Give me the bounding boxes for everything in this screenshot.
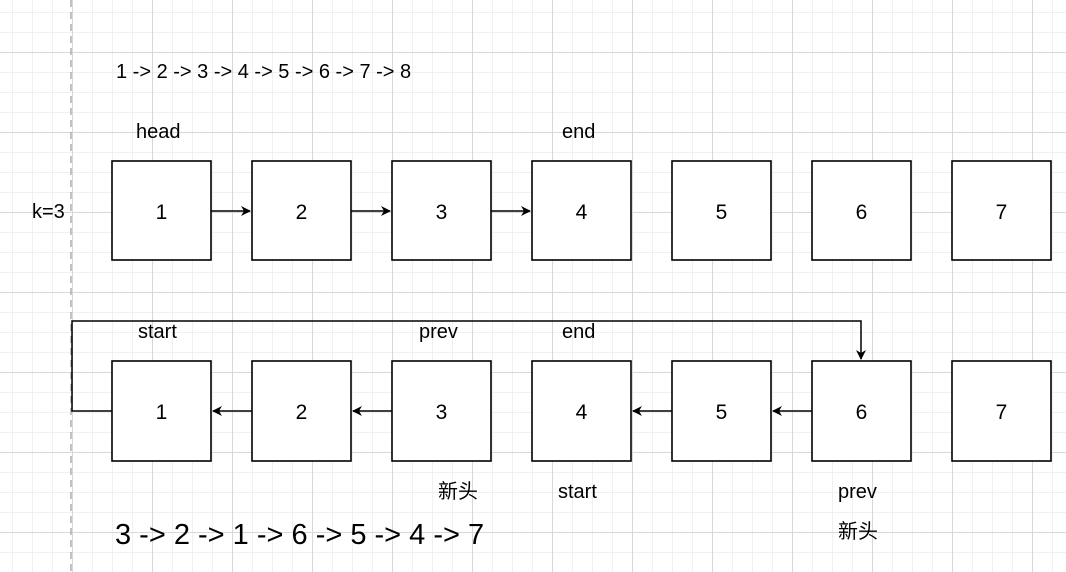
prev-label: prev (419, 321, 458, 343)
row1-node-3-value: 3 (436, 201, 448, 224)
start-label: start (138, 321, 177, 343)
result-sequence-text: 3 -> 2 -> 1 -> 6 -> 5 -> 4 -> 7 (115, 519, 484, 551)
row1-node-5-value: 5 (716, 201, 728, 224)
row2-node-7: 7 (951, 360, 1052, 462)
row1-node-1-value: 1 (156, 201, 168, 224)
row1-nodes: 1 2 3 4 5 6 7 (111, 160, 1052, 261)
row1-node-7: 7 (951, 160, 1052, 261)
k-label: k=3 (32, 201, 65, 223)
row2-node-7-value: 7 (996, 401, 1008, 424)
row2-node-2-value: 2 (296, 401, 308, 424)
row2-node-4-value: 4 (576, 401, 588, 424)
row1-node-6: 6 (811, 160, 912, 261)
row1-node-6-value: 6 (856, 201, 868, 224)
row2-node-1-value: 1 (156, 401, 168, 424)
row1-node-2: 2 (251, 160, 352, 261)
head-label: head (136, 121, 181, 143)
row2-nodes: 1 2 3 4 5 6 7 (111, 360, 1052, 462)
row1-node-3: 3 (391, 160, 492, 261)
row2-node-5-value: 5 (716, 401, 728, 424)
new-head-label-2: 新头 (838, 520, 878, 543)
top-sequence-text: 1 -> 2 -> 3 -> 4 -> 5 -> 6 -> 7 -> 8 (116, 61, 411, 83)
start-label-2: start (558, 481, 597, 503)
row2-node-6: 6 (811, 360, 912, 462)
row1-node-4-value: 4 (576, 201, 588, 224)
row2-node-1: 1 (111, 360, 212, 462)
end-label-2: end (562, 321, 595, 343)
new-head-label: 新头 (438, 480, 478, 503)
row2-node-5: 5 (671, 360, 772, 462)
end-label: end (562, 121, 595, 143)
row1-node-4: 4 (531, 160, 632, 261)
row2-node-4: 4 (531, 360, 632, 462)
row2-connector-1-to-6 (71, 320, 866, 412)
row1-node-2-value: 2 (296, 201, 308, 224)
prev-label-2: prev (838, 481, 877, 503)
row1-node-5: 5 (671, 160, 772, 261)
row2-node-3: 3 (391, 360, 492, 462)
row2-node-6-value: 6 (856, 401, 868, 424)
row1-node-1: 1 (111, 160, 212, 261)
row2-node-2: 2 (251, 360, 352, 462)
row1-node-7-value: 7 (996, 201, 1008, 224)
row2-node-3-value: 3 (436, 401, 448, 424)
